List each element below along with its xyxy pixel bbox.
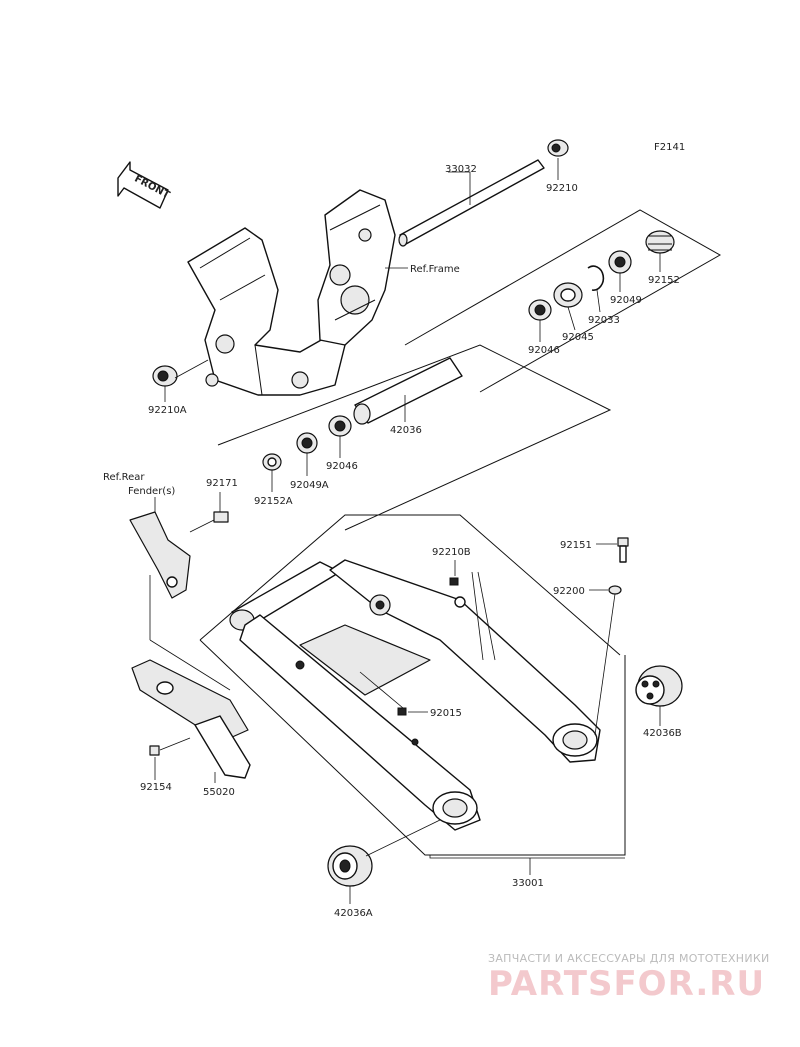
part-92152: 92152 xyxy=(648,275,680,286)
sleeve-42036-icon xyxy=(353,357,463,425)
part-92049A: 92049A xyxy=(290,480,329,491)
part-92152A: 92152A xyxy=(254,496,293,507)
part-42036B: 42036B xyxy=(643,728,682,739)
circlip-92033-icon xyxy=(587,265,605,291)
part-92210B: 92210B xyxy=(432,547,471,558)
left-frame-plate xyxy=(187,227,346,396)
seal-92049A-icon xyxy=(296,432,318,454)
ref-frame-label: Ref.Frame xyxy=(410,264,460,275)
nut-92210-icon xyxy=(547,139,569,157)
part-92046-upper: 92046 xyxy=(528,345,560,356)
part-92049: 92049 xyxy=(610,295,642,306)
part-92154: 92154 xyxy=(140,782,172,793)
figure-code: F2141 xyxy=(654,142,685,153)
part-42036: 42036 xyxy=(390,425,422,436)
bearing-92046-lower-icon xyxy=(328,415,352,437)
bolt-92154-icon xyxy=(149,745,160,756)
part-92200: 92200 xyxy=(553,586,585,597)
bearing-92045-icon xyxy=(553,282,583,308)
ref-rear-fender-line2: Fender(s) xyxy=(128,486,175,497)
bolt-92151-icon xyxy=(617,537,629,563)
washer-92200-icon xyxy=(608,585,622,595)
right-frame-plate xyxy=(317,189,396,346)
part-33032: 33032 xyxy=(445,164,477,175)
nut-92210B-icon xyxy=(449,577,459,586)
bushing-42036A-icon xyxy=(327,845,373,887)
ref-rear-fender-line1: Ref.Rear xyxy=(103,472,145,483)
part-92151: 92151 xyxy=(560,540,592,551)
swingarm-33001 xyxy=(229,559,601,831)
part-42036A: 42036A xyxy=(334,908,373,919)
rear-fender-bracket xyxy=(129,511,191,599)
frame-guide-lower xyxy=(217,344,612,531)
part-55020: 55020 xyxy=(203,787,235,798)
nut-92210A-icon xyxy=(152,365,178,387)
watermark-brand: PARTSFOR.RU xyxy=(488,964,765,1004)
chain-guide-55020 xyxy=(131,659,251,779)
swingarm-guide xyxy=(199,514,621,656)
part-92033: 92033 xyxy=(588,315,620,326)
front-arrow-icon xyxy=(117,161,169,209)
swingarm-guide-bottom xyxy=(199,639,626,856)
part-92046-lower: 92046 xyxy=(326,461,358,472)
part-92210A: 92210A xyxy=(148,405,187,416)
part-92015: 92015 xyxy=(430,708,462,719)
collar-92152A-icon xyxy=(262,453,282,471)
bushing-42036B-icon xyxy=(635,665,683,707)
part-92171: 92171 xyxy=(206,478,238,489)
pivot-shaft-33032 xyxy=(398,159,545,247)
seal-92049-icon xyxy=(608,250,632,274)
bearing-92046-upper-icon xyxy=(528,299,552,321)
bolt-92015-icon xyxy=(397,707,407,716)
collar-92152-icon xyxy=(645,230,675,254)
clip-92171-icon xyxy=(213,511,229,523)
part-92210: 92210 xyxy=(546,183,578,194)
frame-guide-upper xyxy=(404,209,722,393)
part-92045: 92045 xyxy=(562,332,594,343)
watermark-tagline: ЗАПЧАСТИ И АКСЕССУАРЫ ДЛЯ МОТОТЕХНИКИ xyxy=(488,952,770,965)
part-33001: 33001 xyxy=(512,878,544,889)
